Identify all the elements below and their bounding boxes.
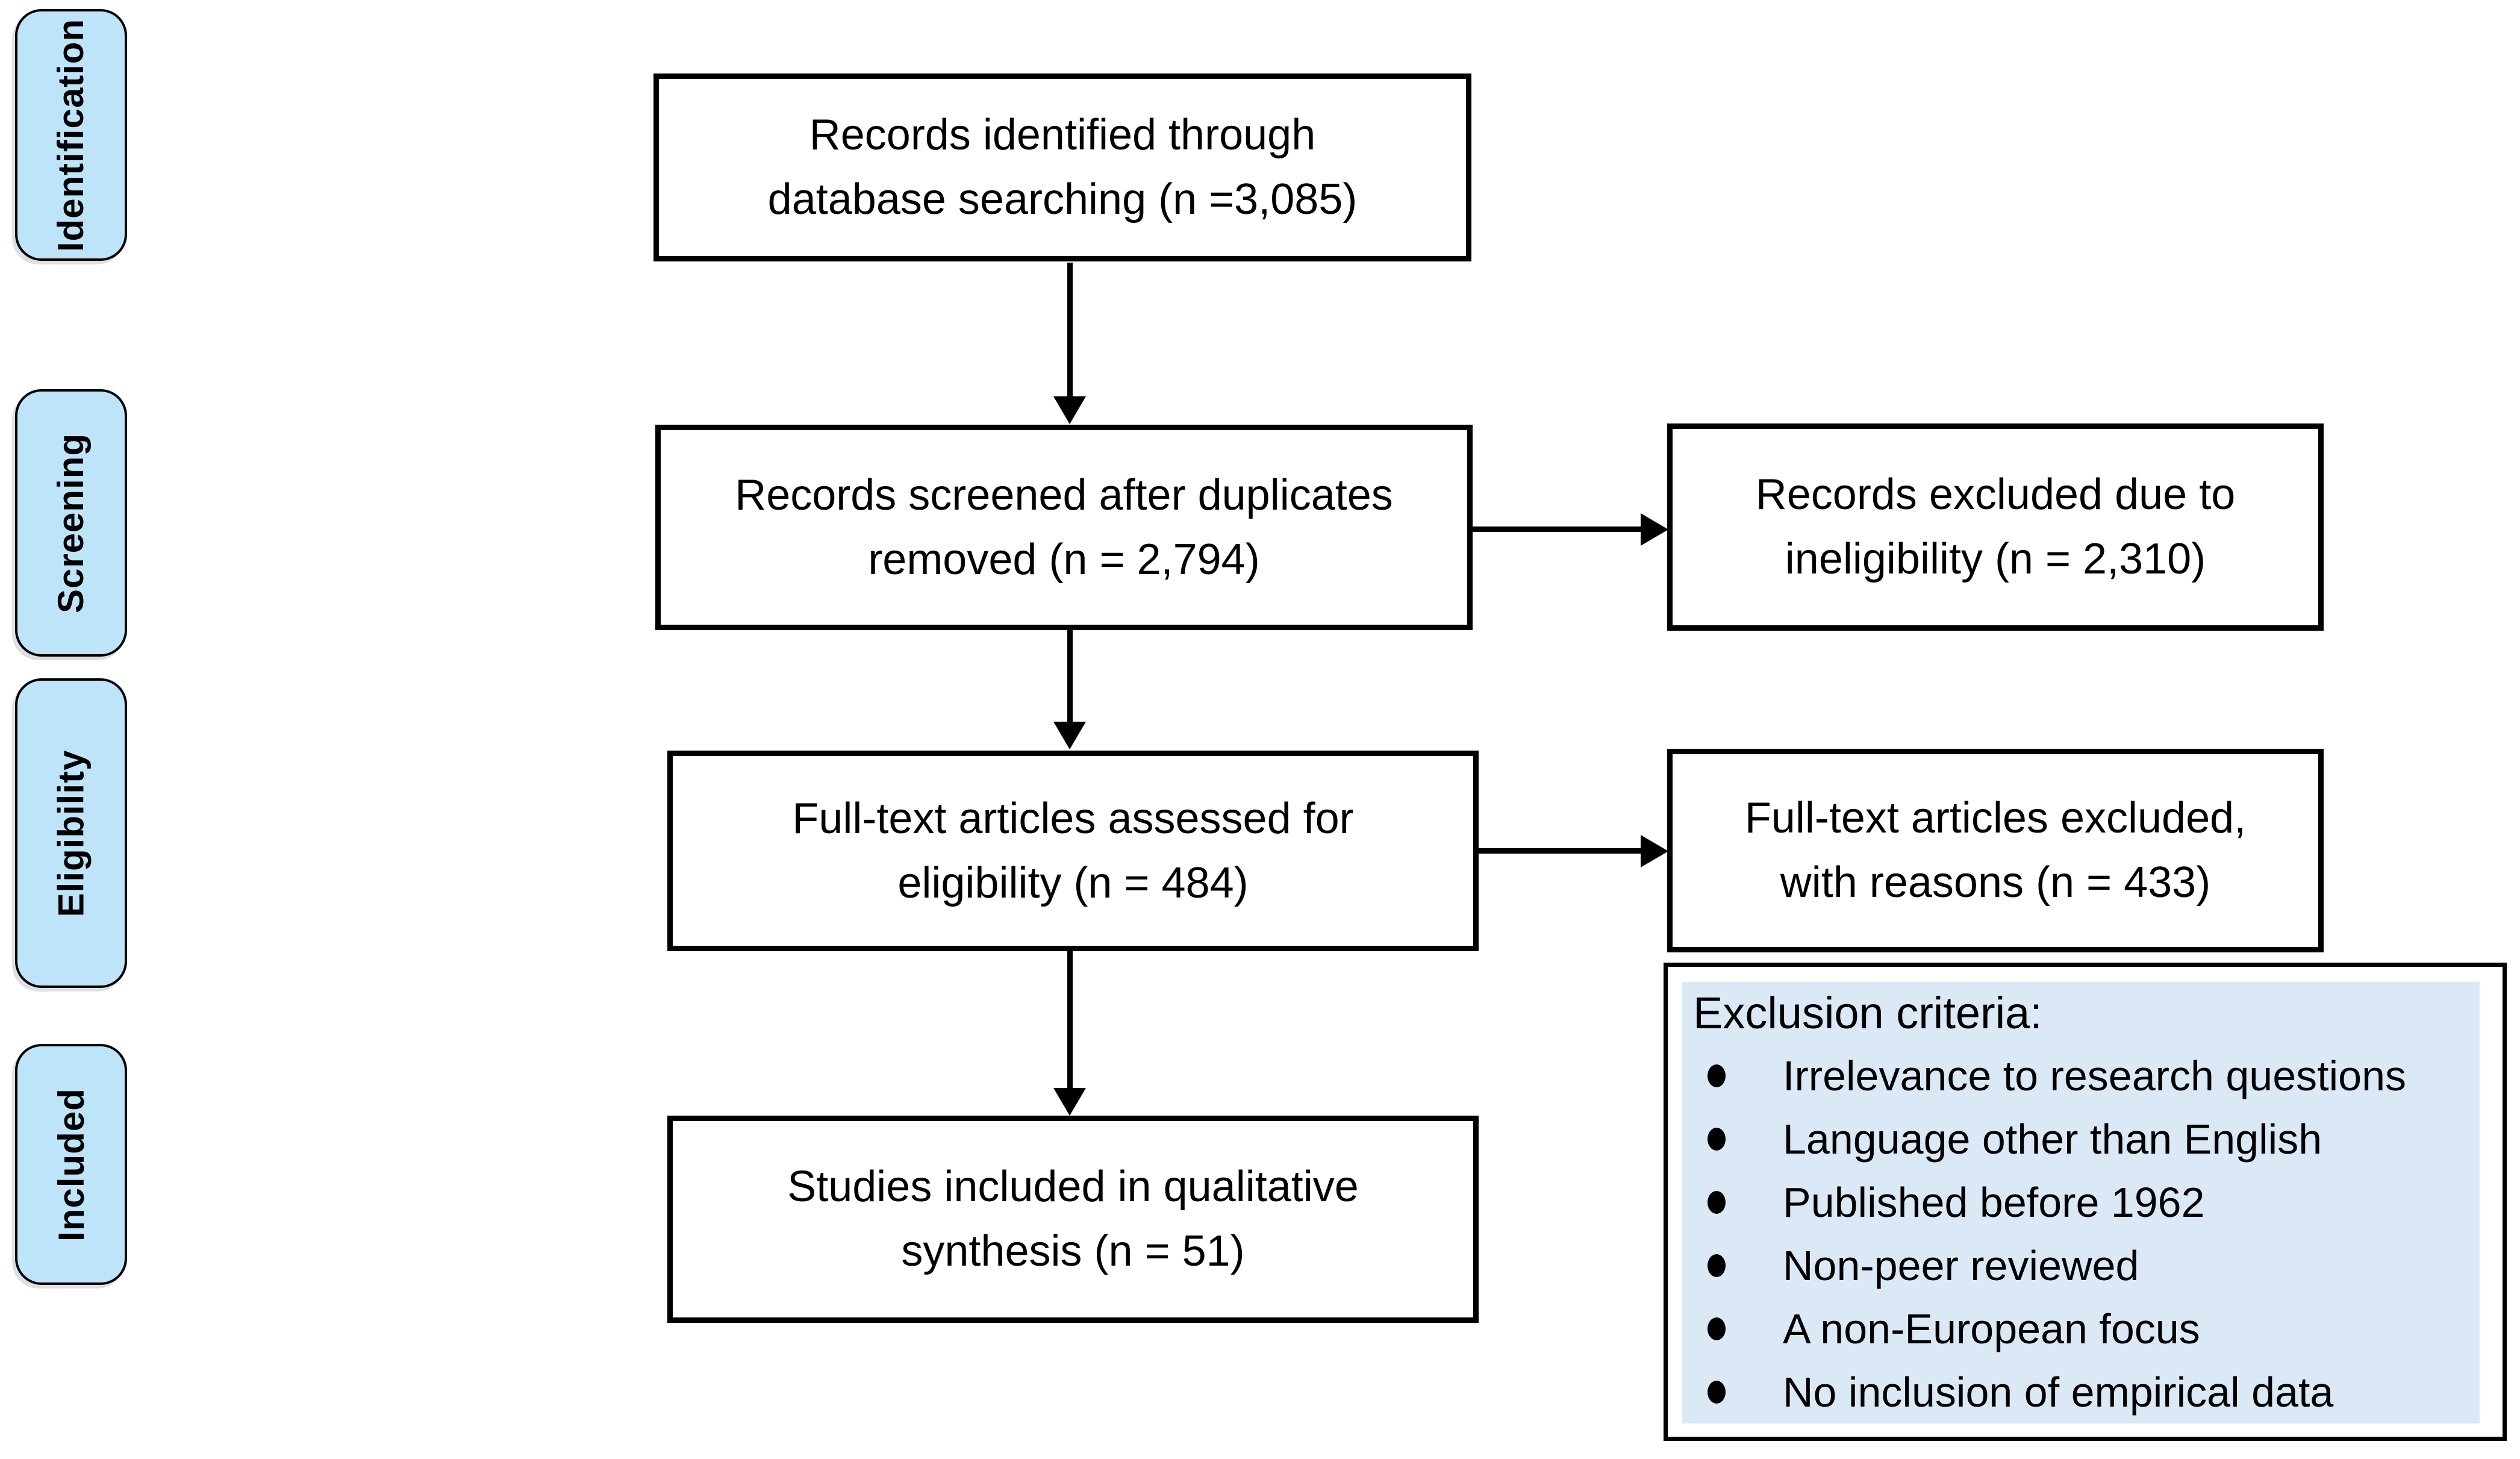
flow-box-records-screened: Records screened after duplicates remove… (655, 425, 1473, 630)
arrow-down-1-head-icon (1053, 396, 1086, 424)
side-box-records-excluded: Records excluded due to ineligibility (n… (1667, 423, 2324, 631)
stage-label-screening-text: Screening (51, 433, 92, 613)
bullet-icon (1708, 1064, 1726, 1087)
exclusion-item-text: Non-peer reviewed (1783, 1242, 2139, 1289)
exclusion-criteria-list: Irrelevance to research questions Langua… (1682, 1044, 2480, 1423)
stage-label-identification-text: Identification (51, 18, 92, 252)
bullet-icon (1708, 1190, 1726, 1214)
stage-label-included-text: Included (51, 1087, 92, 1242)
exclusion-item: Irrelevance to research questions (1682, 1044, 2480, 1107)
exclusion-item-text: A non-European focus (1783, 1305, 2200, 1352)
arrow-down-1-line (1067, 263, 1073, 398)
exclusion-item: No inclusion of empirical data (1682, 1360, 2480, 1423)
arrow-down-3-line (1067, 951, 1073, 1089)
arrow-right-1-head-icon (1641, 513, 1668, 546)
arrow-down-2-line (1067, 630, 1073, 723)
exclusion-item-text: Irrelevance to research questions (1783, 1052, 2406, 1099)
stage-label-eligibility-text: Eligibility (51, 749, 92, 917)
flow-box-fulltext-assessed: Full-text articles assessed for eligibil… (667, 751, 1479, 951)
bullet-icon (1708, 1317, 1726, 1340)
exclusion-item: Non-peer reviewed (1682, 1234, 2480, 1297)
exclusion-criteria-title: Exclusion criteria: (1693, 988, 2042, 1038)
stage-label-included: Included (15, 1044, 127, 1285)
arrow-down-2-head-icon (1053, 722, 1086, 749)
arrow-down-3-head-icon (1053, 1088, 1086, 1116)
bullet-icon (1708, 1380, 1726, 1404)
exclusion-item-text: Published before 1962 (1783, 1178, 2205, 1226)
exclusion-criteria-panel: Exclusion criteria: Irrelevance to resea… (1682, 982, 2480, 1423)
arrow-right-1-line (1473, 526, 1642, 532)
exclusion-criteria-box: Exclusion criteria: Irrelevance to resea… (1664, 963, 2507, 1441)
stage-label-eligibility: Eligibility (15, 678, 127, 988)
bullet-icon (1708, 1127, 1726, 1151)
flow-box-records-identified: Records identified through database sear… (653, 73, 1471, 261)
exclusion-item-text: Language other than English (1783, 1115, 2322, 1163)
flow-box-studies-included: Studies included in qualitative synthesi… (667, 1116, 1479, 1323)
stage-label-identification: Identification (15, 9, 127, 261)
stage-label-screening: Screening (15, 389, 127, 657)
side-box-fulltext-excluded: Full-text articles excluded, with reason… (1667, 749, 2324, 952)
arrow-right-2-head-icon (1641, 835, 1668, 867)
exclusion-item: Language other than English (1682, 1107, 2480, 1170)
bullet-icon (1708, 1254, 1726, 1277)
arrow-right-2-line (1479, 848, 1642, 854)
exclusion-item: A non-European focus (1682, 1297, 2480, 1360)
exclusion-item-text: No inclusion of empirical data (1783, 1368, 2334, 1416)
exclusion-item: Published before 1962 (1682, 1170, 2480, 1234)
